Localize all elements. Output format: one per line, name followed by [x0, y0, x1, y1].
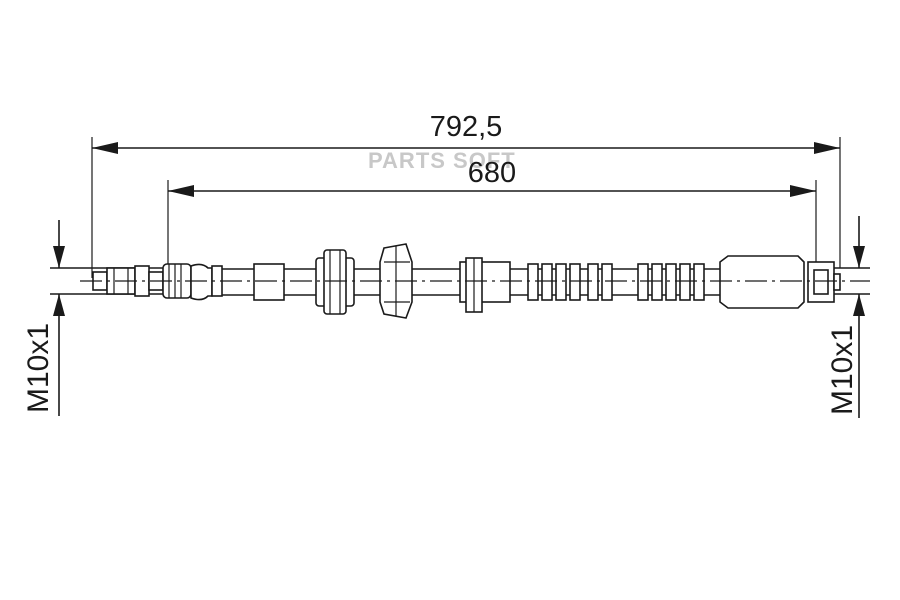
spring-coil [527, 263, 539, 301]
spring-coil [587, 263, 599, 301]
left-thread-label: M10x1 [22, 323, 55, 413]
overall-right-arrowhead [814, 142, 840, 154]
clip-bracket [315, 249, 355, 315]
right-ferrule [719, 255, 805, 309]
spring-coil [665, 263, 677, 301]
spring-guard-2 [587, 263, 613, 301]
right-thread-bottom-arrowhead [853, 294, 865, 316]
right-end-fitting [807, 261, 841, 303]
overall-length-dimension: 792,5 [91, 111, 841, 278]
mount-bracket [459, 257, 511, 313]
spring-coil [679, 263, 691, 301]
right-tip [833, 273, 841, 291]
left-thread-callout: M10x1 [22, 220, 168, 416]
overall-left-arrowhead [92, 142, 118, 154]
spring-coil [569, 263, 581, 301]
spring-coil [601, 263, 613, 301]
hose-left-arrowhead [168, 185, 194, 197]
sleeve-1 [253, 263, 285, 301]
left-thread-top-arrowhead [53, 246, 65, 268]
hose-length-dimension: 680 [167, 157, 817, 266]
clip-center [323, 249, 347, 315]
right-thread-label: M10x1 [826, 325, 859, 415]
left-thread-bottom-arrowhead [53, 294, 65, 316]
left-ferrule [190, 263, 213, 301]
watermark: PARTS SOFT [368, 148, 516, 173]
spring-coil [693, 263, 705, 301]
right-nut-face [813, 269, 829, 295]
right-thread-top-arrowhead [853, 246, 865, 268]
right-thread-callout: M10x1 [808, 216, 870, 418]
spring-guard-1 [527, 263, 581, 301]
overall-length-label: 792,5 [430, 111, 503, 143]
spring-coil [637, 263, 649, 301]
spring-coil [651, 263, 663, 301]
spring-guard-3 [637, 263, 705, 301]
hose-length-label: 680 [468, 157, 516, 189]
hose-right-arrowhead [790, 185, 816, 197]
spring-coil [541, 263, 553, 301]
brake-hose [80, 243, 870, 319]
spring-coil [555, 263, 567, 301]
